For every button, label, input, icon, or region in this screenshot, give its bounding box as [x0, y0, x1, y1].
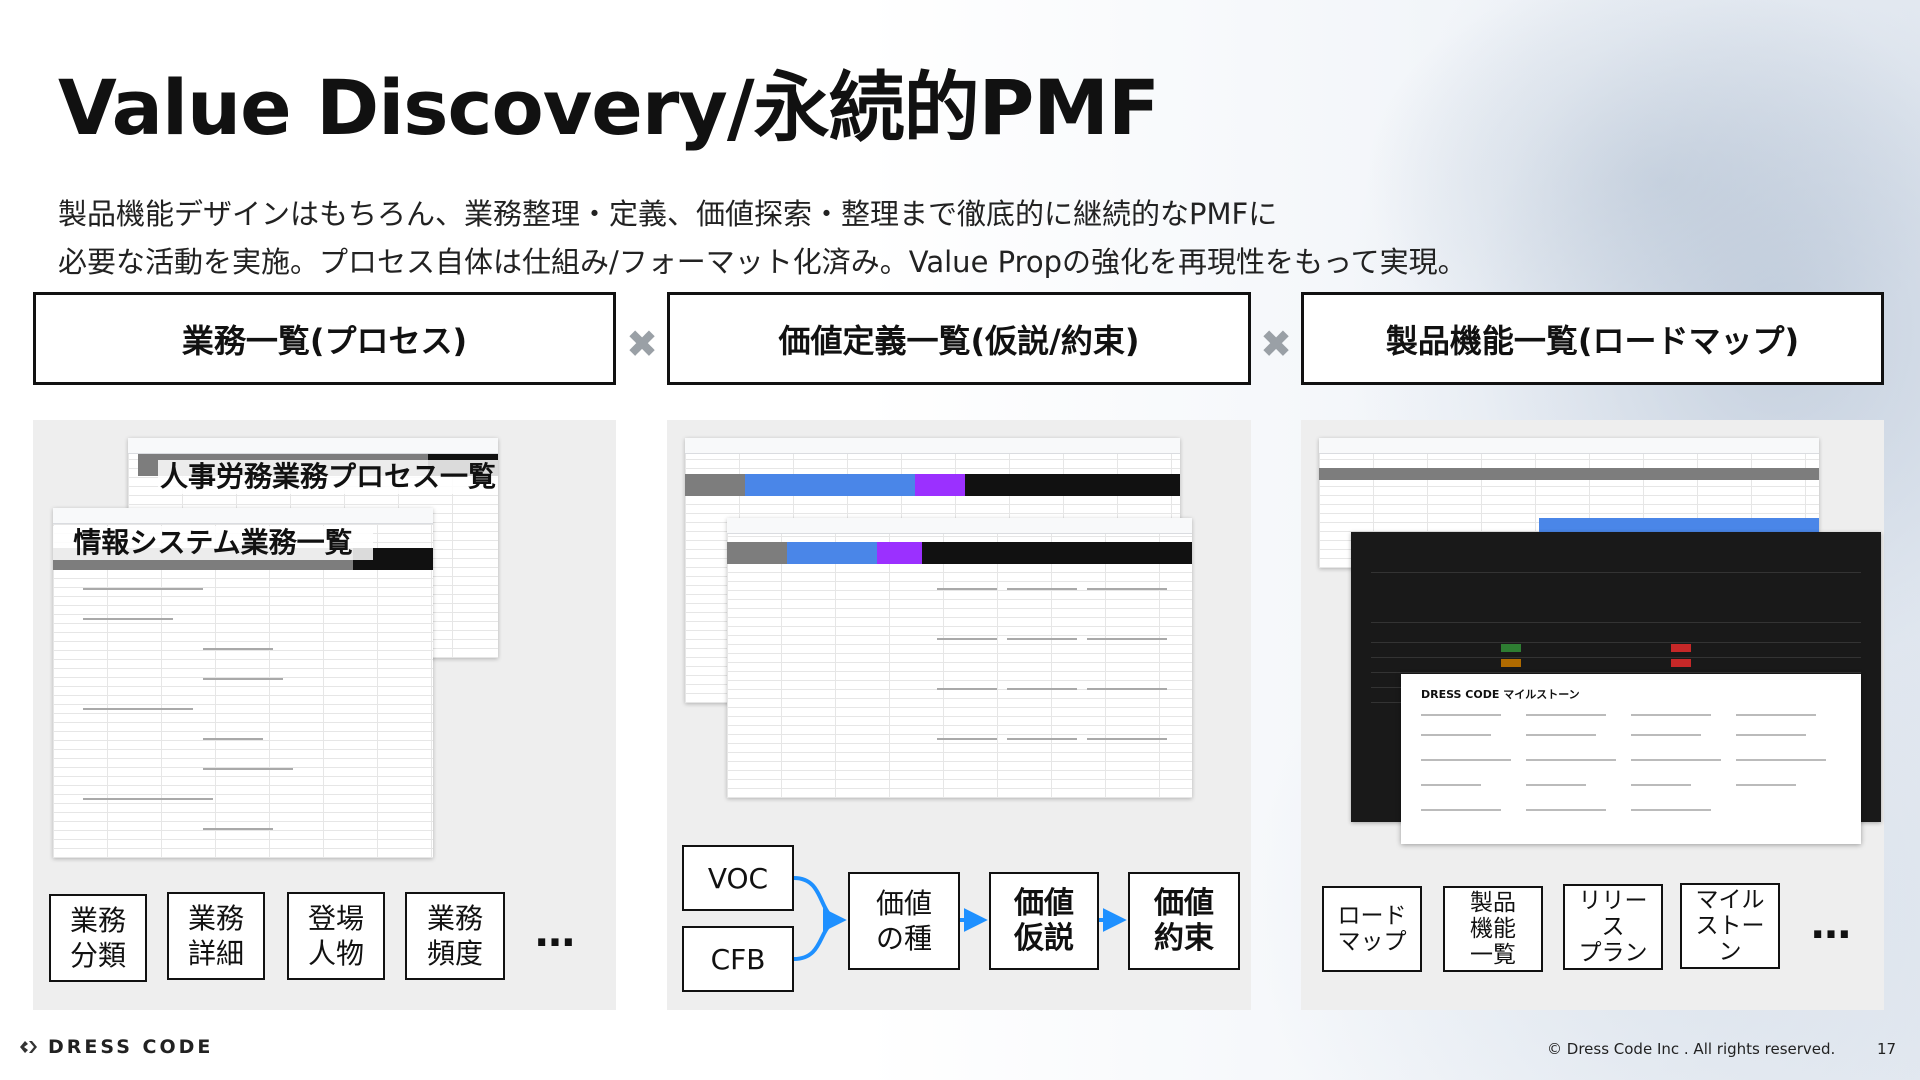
- description-line-1: 製品機能デザインはもちろん、業務整理・定義、価値探索・整理まで徹底的に継続的なP…: [58, 197, 1278, 231]
- arrow-cfb: [793, 918, 843, 961]
- times-icon: ✖: [626, 322, 658, 366]
- flow-value-seed: 価値 の種: [848, 872, 960, 970]
- column-header-product: 製品機能一覧(ロードマップ): [1301, 292, 1884, 385]
- milestone-card-title: DRESS CODE マイルストーン: [1421, 688, 1580, 701]
- panel-product: DRESS CODE マイルストーン ロード マップ 製品 機能 一覧 リリー …: [1301, 420, 1884, 1010]
- dress-code-logo-icon: [20, 1041, 37, 1053]
- slide-description: 製品機能デザインはもちろん、業務整理・定義、価値探索・整理まで徹底的に継続的なP…: [58, 190, 1467, 286]
- milestone-card-screenshot: DRESS CODE マイルストーン: [1401, 674, 1861, 844]
- spreadsheet-screenshot: [727, 518, 1192, 798]
- sheet-title-hr: 人事労務業務プロセス一覧: [158, 460, 498, 494]
- page-number: 17: [1877, 1040, 1897, 1058]
- description-line-2: 必要な活動を実施。プロセス自体は仕組み/フォーマット化済み。Value Prop…: [58, 245, 1467, 279]
- flow-arrows: [793, 876, 1127, 961]
- item-release-plan: リリー ス プラン: [1563, 884, 1663, 970]
- spreadsheet-screenshot: 情報システム業務一覧: [53, 508, 433, 858]
- more-ellipsis: …: [1811, 902, 1852, 948]
- item-frequency: 業務 頻度: [405, 892, 505, 980]
- panel-process: 人事労務業務プロセス一覧 情報システム業務一覧 業務 分類 業務 詳細 登場 人…: [33, 420, 616, 1010]
- footer-logo: DRESS CODE: [18, 1036, 213, 1058]
- item-business-category: 業務 分類: [49, 894, 147, 982]
- source-voc: VOC: [682, 845, 794, 911]
- more-ellipsis: …: [535, 910, 576, 956]
- item-milestone: マイル ストー ン: [1680, 883, 1780, 969]
- column-header-value: 価値定義一覧(仮説/約束): [667, 292, 1251, 385]
- item-persons: 登場 人物: [287, 892, 385, 980]
- item-roadmap: ロード マップ: [1322, 886, 1422, 972]
- column-header-process: 業務一覧(プロセス): [33, 292, 616, 385]
- footer-copyright: © Dress Code Inc . All rights reserved.: [1547, 1040, 1836, 1058]
- item-business-detail: 業務 詳細: [167, 892, 265, 980]
- item-product-feature-list: 製品 機能 一覧: [1443, 886, 1543, 972]
- source-cfb: CFB: [682, 926, 794, 992]
- arrow-voc: [793, 876, 847, 932]
- times-icon: ✖: [1260, 322, 1292, 366]
- slide-title: Value Discovery/永続的PMF: [58, 63, 1160, 152]
- flow-value-hypothesis: 価値 仮説: [989, 872, 1099, 970]
- sheet-title-it: 情報システム業務一覧: [53, 526, 373, 560]
- flow-value-promise: 価値 約束: [1128, 872, 1240, 970]
- panel-value: VOC CFB 価値 の種 価値 仮説 価値 約束: [667, 420, 1251, 1010]
- footer-logo-text: DRESS CODE: [48, 1036, 214, 1058]
